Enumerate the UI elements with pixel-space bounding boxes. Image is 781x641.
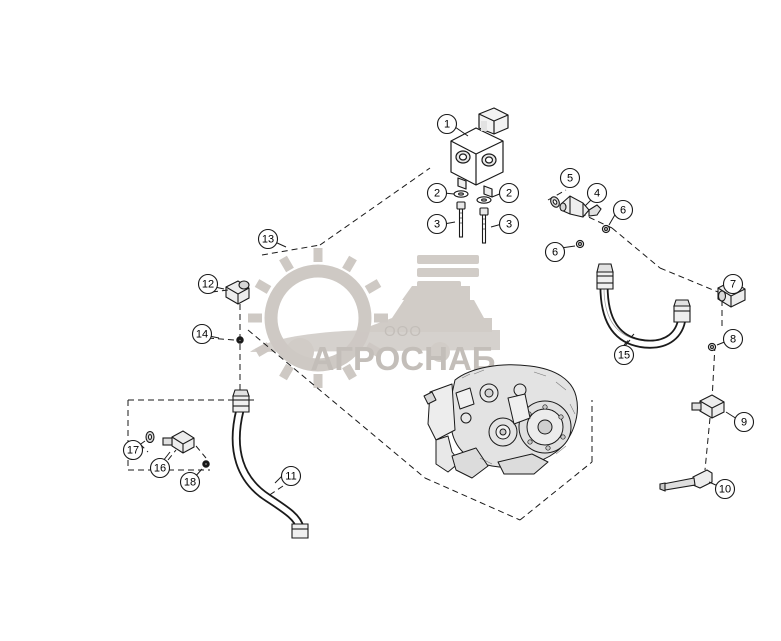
part-11-hose	[231, 389, 309, 539]
part-3-screw-right	[479, 207, 489, 244]
callout-bubbles: 1 2 2 3 3 4 5	[122, 113, 755, 500]
callout-13: 13	[257, 228, 279, 250]
callout-9-label: 9	[741, 417, 747, 429]
pump-assembly-body	[423, 364, 578, 479]
callout-4: 4	[586, 182, 608, 204]
callout-3b: 3	[498, 213, 520, 235]
part-8-oring	[707, 342, 717, 352]
callout-6a-label: 6	[620, 205, 626, 217]
callout-17-label: 17	[127, 445, 139, 457]
guide-7	[659, 267, 719, 293]
part-1-valve-block	[450, 107, 509, 198]
guide-16	[167, 449, 177, 461]
callout-7: 7	[722, 273, 744, 295]
guide-15	[623, 333, 635, 346]
callout-6b: 6	[544, 241, 566, 263]
callout-5: 5	[559, 167, 581, 189]
callout-16-label: 16	[154, 463, 166, 475]
callout-11: 11	[280, 465, 302, 487]
watermark-line2: АГРОСНАБ	[311, 340, 496, 377]
guide-pump-diag-left	[247, 329, 426, 479]
callout-11-label: 11	[285, 471, 296, 483]
callout-9: 9	[733, 411, 755, 433]
callout-15: 15	[613, 344, 635, 366]
callout-12-label: 12	[202, 279, 214, 291]
callout-2a: 2	[426, 182, 448, 204]
callout-10-label: 10	[719, 484, 731, 496]
leader-1	[454, 126, 469, 137]
guide-11	[267, 485, 284, 497]
part-5-oring	[550, 196, 560, 208]
part-16-fitting	[162, 430, 195, 454]
callout-15-label: 15	[618, 350, 630, 362]
callout-14: 14	[191, 323, 213, 345]
part-3-cap-screws	[456, 201, 489, 244]
callout-3a-label: 3	[434, 219, 440, 231]
callout-10: 10	[714, 478, 736, 500]
callout-2b-label: 2	[506, 188, 512, 200]
callout-16: 16	[149, 457, 171, 479]
callout-7-label: 7	[730, 279, 736, 291]
callout-2b: 2	[498, 182, 520, 204]
guide-10	[704, 417, 711, 471]
callout-6a: 6	[612, 199, 634, 221]
watermark-group: ООО АГРОСНАБ	[248, 248, 500, 388]
part-3-screw-left	[456, 201, 466, 238]
callout-4-label: 4	[594, 188, 600, 200]
callout-8-label: 8	[730, 334, 736, 346]
guide-valve-diag	[319, 167, 431, 246]
part-10-tube	[659, 469, 713, 492]
part-17-oring	[145, 430, 155, 444]
watermark-line1: ООО	[384, 323, 422, 340]
guide-12	[211, 289, 229, 293]
guide-pump-bottom	[424, 477, 521, 521]
guide-7-up	[611, 227, 661, 269]
part-12-elbow	[225, 280, 250, 305]
callout-6b-label: 6	[552, 247, 558, 259]
callout-3a: 3	[426, 213, 448, 235]
callout-1: 1	[436, 113, 458, 135]
part-18-oring	[202, 460, 210, 468]
part-4-fitting	[559, 195, 602, 218]
guide-pump-diag-right	[519, 461, 593, 521]
callout-18-label: 18	[184, 477, 196, 489]
guide-18	[195, 445, 207, 459]
callout-5-label: 5	[567, 173, 573, 185]
part-9-fitting	[691, 394, 725, 419]
part-6-orings	[575, 224, 611, 249]
callout-8: 8	[722, 328, 744, 350]
guide-14	[207, 337, 235, 341]
callout-2a-label: 2	[434, 188, 440, 200]
guide-9	[711, 344, 716, 401]
callout-14-label: 14	[196, 329, 208, 341]
watermark-machine-icon	[250, 255, 500, 366]
callout-12: 12	[197, 273, 219, 295]
callout-1-label: 1	[444, 119, 450, 131]
callout-18: 18	[179, 471, 201, 493]
callout-17: 17	[122, 439, 144, 461]
part-15-hose	[596, 263, 691, 349]
callout-13-label: 13	[262, 234, 274, 246]
guide-6a	[579, 212, 613, 229]
callout-3b-label: 3	[506, 219, 512, 231]
